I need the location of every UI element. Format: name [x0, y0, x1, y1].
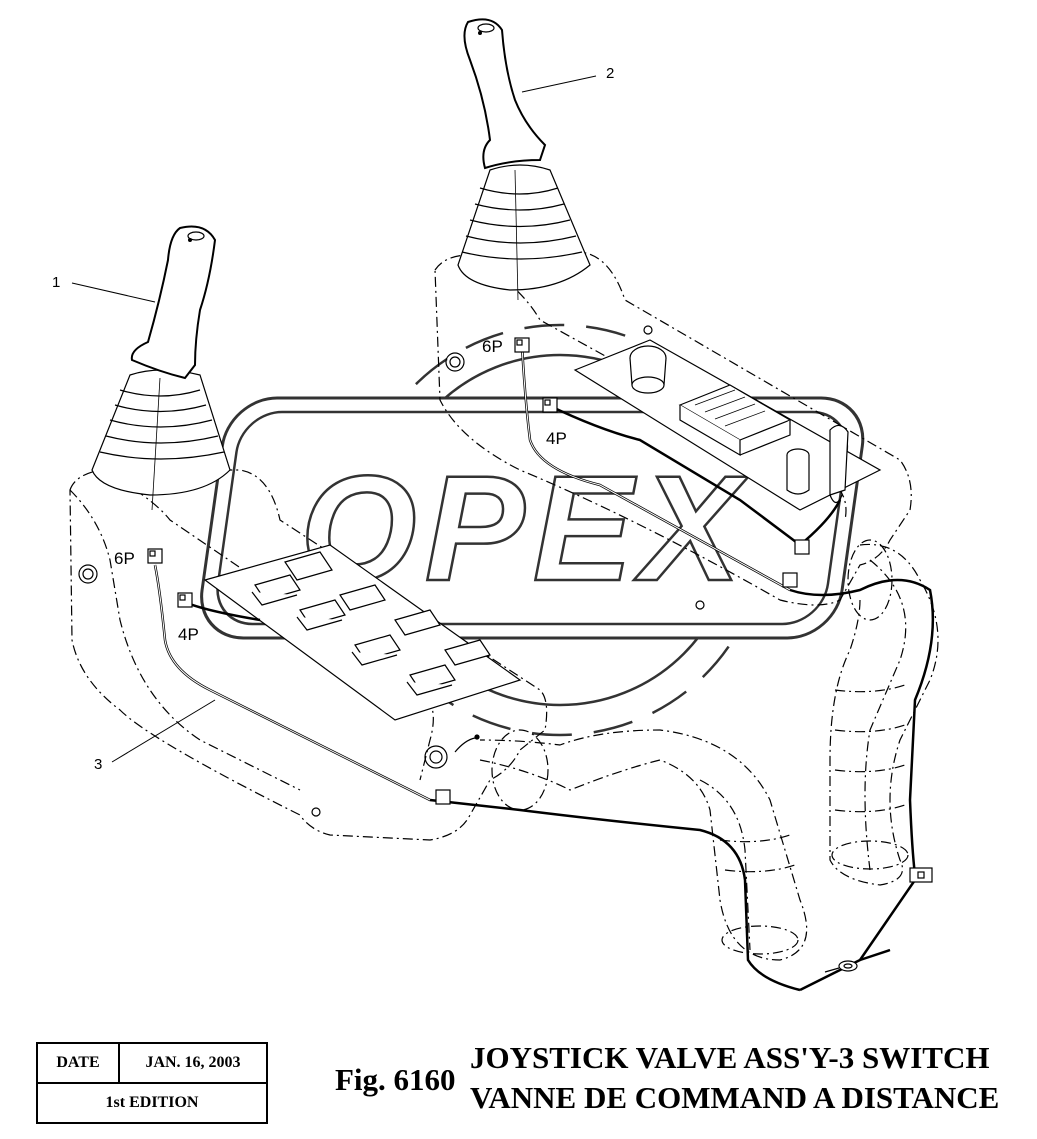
- left-hose: [479, 729, 808, 961]
- console-bodies: [69, 251, 939, 961]
- label-4p-right: 4P: [546, 429, 567, 448]
- connector-right-lower: [782, 572, 798, 588]
- callout-leaders: [71, 75, 597, 763]
- connector-6p-left: [147, 548, 163, 564]
- stalk-part: [829, 424, 849, 504]
- switch-rocker: [444, 639, 491, 666]
- left-joystick-grip: [130, 225, 217, 380]
- connector-lower-left: [435, 789, 451, 805]
- switch-rocker: [284, 551, 333, 581]
- figure-number: Fig. 6160: [335, 1062, 456, 1097]
- figure-title-english: JOYSTICK VALVE ASS'Y-3 SWITCH: [470, 1040, 990, 1075]
- harness-connectors: [147, 337, 933, 973]
- small-lead: [454, 734, 480, 753]
- label-6p-left: 6P: [114, 549, 135, 568]
- right-control-module: [573, 339, 882, 511]
- right-hose: [829, 543, 939, 886]
- date-label: DATE: [38, 1044, 120, 1082]
- opex-watermark: OPEX: [200, 323, 865, 737]
- left-switch-panel: [203, 544, 522, 721]
- switch-block: [678, 384, 792, 457]
- left-joystick-boot: [91, 369, 231, 496]
- switch-rocker: [251, 574, 301, 606]
- connector-4p-left: [177, 592, 193, 608]
- right-console-body: [434, 251, 912, 606]
- connector-4p-right: [542, 397, 558, 413]
- round-knob-icon: [629, 345, 667, 394]
- left-console-body: [69, 469, 548, 841]
- callout-1: 1: [52, 274, 60, 291]
- ground-ring-terminal-icon: [824, 960, 858, 973]
- callout-2: 2: [606, 65, 614, 82]
- connector-bottom-right: [909, 867, 933, 883]
- right-joystick-boot: [457, 164, 591, 291]
- switch-rocker: [351, 634, 401, 666]
- left-joystick: [91, 225, 231, 511]
- switch-rocker: [406, 664, 456, 696]
- cylinder-part: [786, 448, 810, 495]
- connector-right-upper: [794, 539, 810, 555]
- switch-rocker: [296, 599, 346, 631]
- date-value: JAN. 16, 2003: [145, 1054, 241, 1071]
- connector-6p-right: [514, 337, 530, 353]
- figure-title-french: VANNE DE COMMAND A DISTANCE: [470, 1080, 1000, 1115]
- label-4p-left: 4P: [178, 625, 199, 644]
- right-joystick-grip: [463, 18, 547, 170]
- right-joystick: [457, 18, 591, 301]
- switch-rocker: [394, 609, 441, 636]
- switch-rocker: [339, 584, 386, 611]
- label-6p-right: 6P: [482, 337, 503, 356]
- edition-label: 1st EDITION: [105, 1094, 199, 1111]
- wire-harness: [153, 344, 935, 992]
- mounting-holes: [78, 325, 705, 817]
- title-block: DATE JAN. 16, 2003 1st EDITION: [36, 1042, 268, 1124]
- callout-3: 3: [94, 756, 102, 773]
